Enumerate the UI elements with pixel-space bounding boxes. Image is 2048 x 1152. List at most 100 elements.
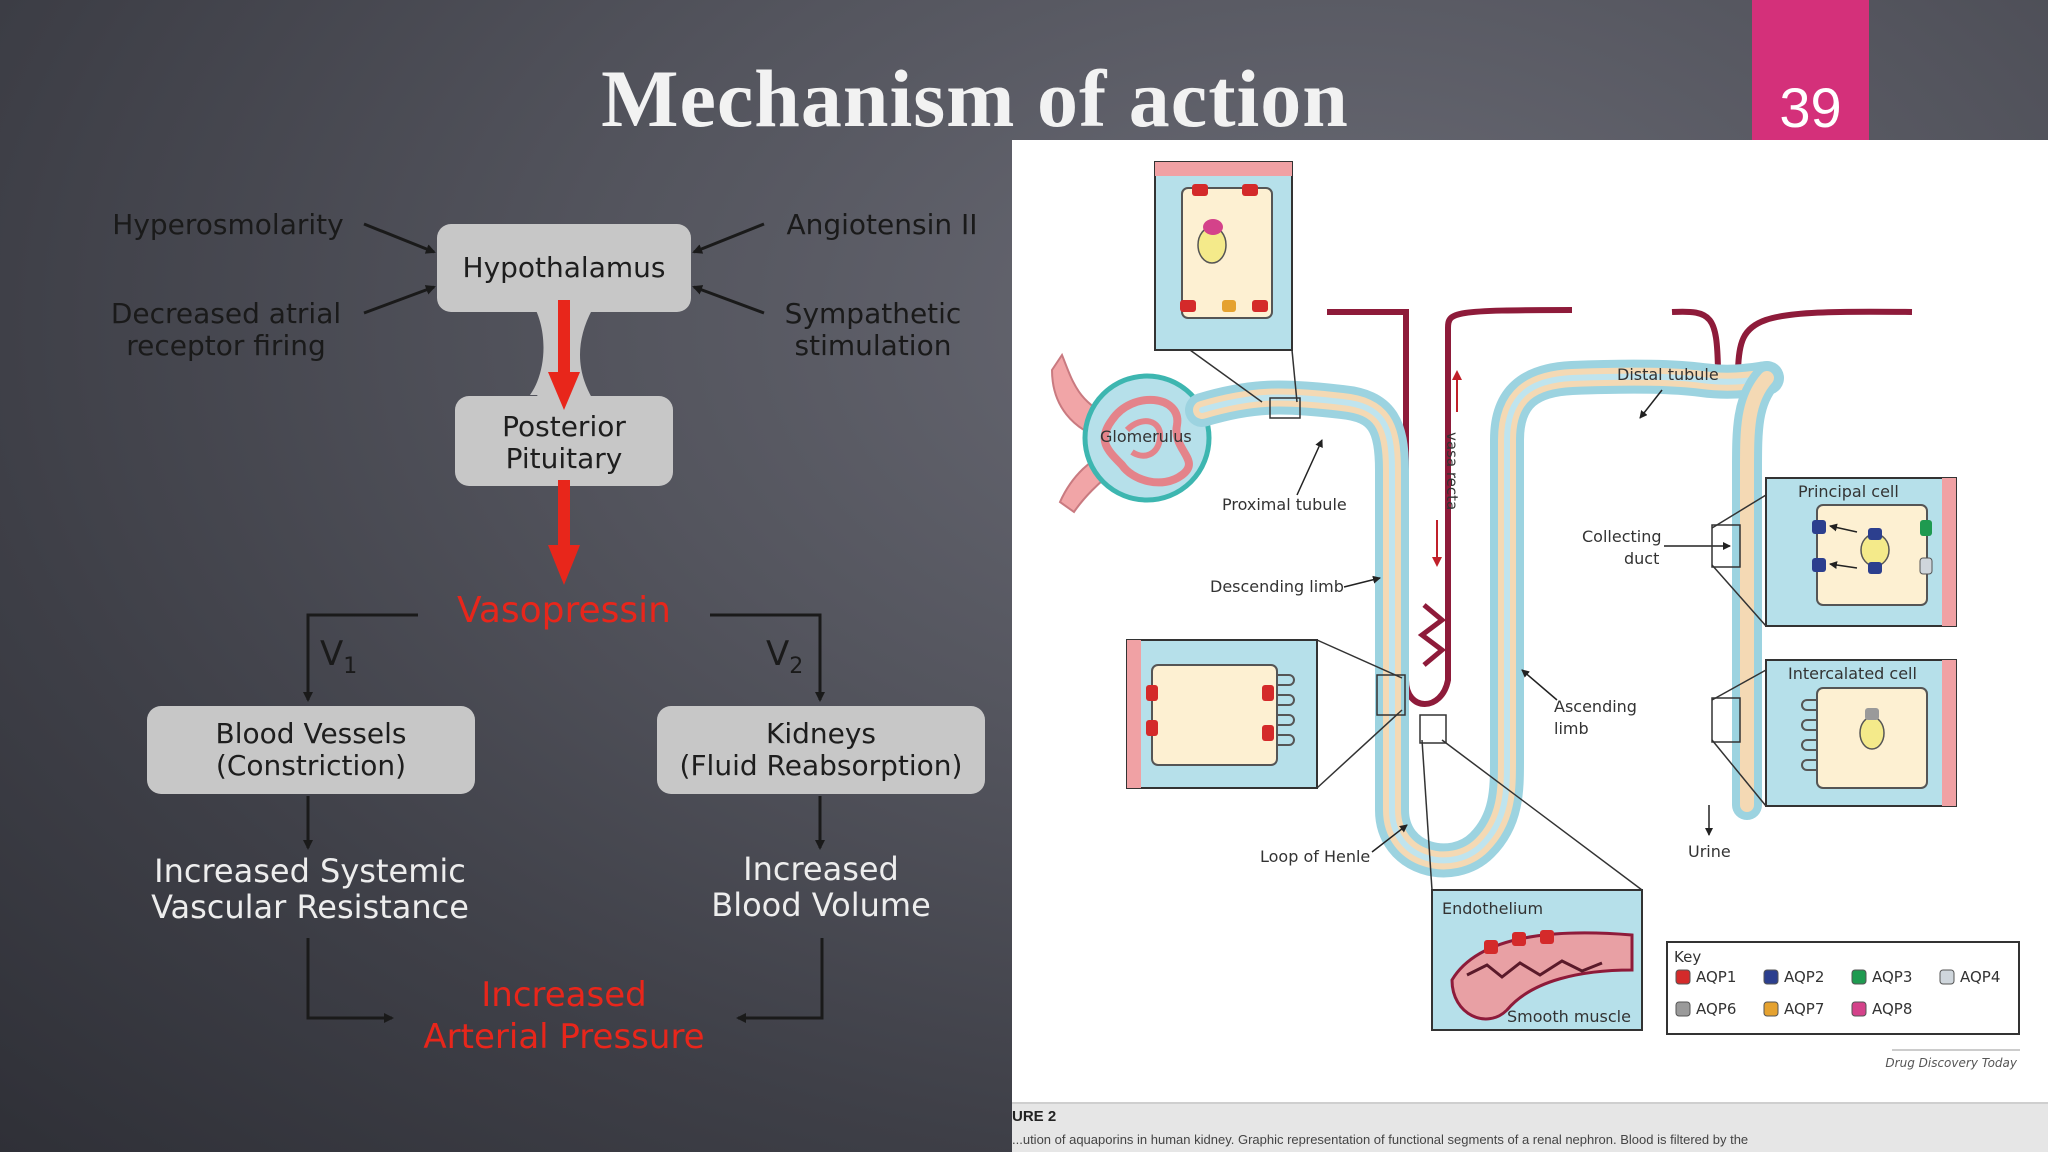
red-arrow-head-2 xyxy=(548,545,580,585)
key-label-aqp3: AQP3 xyxy=(1872,968,1912,986)
intercalated-nucleus xyxy=(1859,716,1885,750)
aqp1-channel xyxy=(1484,940,1498,954)
red-arrow-head-1 xyxy=(548,372,580,410)
outcome-line1: Increased xyxy=(481,975,646,1015)
label-ascending-line1: Ascending xyxy=(1554,697,1637,716)
arrow-volume-to-pressure xyxy=(736,938,824,1023)
arrow-hyperosmolarity xyxy=(363,222,436,254)
aqp3-channel xyxy=(1920,520,1932,536)
inset-endothelium-leader-2 xyxy=(1441,739,1643,891)
aqp1-channel xyxy=(1262,725,1274,741)
inset-principal-leader-2 xyxy=(1711,564,1767,627)
v2-branch-line xyxy=(710,613,825,702)
label-loop-of-henle: Loop of Henle xyxy=(1260,847,1370,866)
label-collecting-line1: Collecting xyxy=(1582,527,1662,546)
collecting-duct-wall xyxy=(1740,371,1774,812)
aqp2-channel xyxy=(1812,558,1826,572)
aqp1-channel xyxy=(1540,930,1554,944)
leader-distal xyxy=(1639,389,1663,419)
kidneys-box xyxy=(657,706,985,794)
vessel-texture xyxy=(1466,959,1603,979)
arrow-sympathetic xyxy=(692,285,765,315)
posterior-label-line1: Posterior xyxy=(502,410,626,443)
label-distal-tubule: Distal tubule xyxy=(1617,365,1719,384)
key-label-aqp6: AQP6 xyxy=(1696,1000,1736,1018)
label-glomerulus: Glomerulus xyxy=(1100,427,1192,446)
v1-branch-line xyxy=(303,613,418,702)
key-label-aqp1: AQP1 xyxy=(1696,968,1736,986)
vessel-right-2 xyxy=(1735,308,1913,371)
inset-intercalated-leader-2 xyxy=(1711,739,1767,807)
vasopressin-label: Vasopressin xyxy=(457,590,671,631)
kidney-aquaporin-figure: Glomerulus vasa recta Proximal tubule De… xyxy=(1012,140,2048,1152)
label-collecting-line2: duct xyxy=(1624,549,1659,568)
red-arrow-shaft-1 xyxy=(558,300,570,375)
inset-top-pointer xyxy=(1269,397,1301,419)
label-descending-limb: Descending limb xyxy=(1210,577,1344,596)
label-proximal-tubule: Proximal tubule xyxy=(1222,495,1347,514)
nephron-tubule-lumen xyxy=(1199,373,1770,864)
posterior-pituitary-box xyxy=(455,396,673,486)
key-label-aqp4: AQP4 xyxy=(1960,968,2000,986)
figure-caption: URE 2 ...ution of aquaporins in human ki… xyxy=(1012,1102,2048,1152)
inset-top-leader-2 xyxy=(1291,349,1298,403)
key-label-aqp2: AQP2 xyxy=(1784,968,1824,986)
slide-title: Mechanism of action xyxy=(601,53,1349,144)
svr-line2: Vascular Resistance xyxy=(151,888,469,926)
inset-intercalated-band xyxy=(1942,660,1956,806)
leader-descending xyxy=(1343,575,1381,588)
inset-descending-band xyxy=(1127,640,1141,788)
aqp1-channel xyxy=(1252,300,1268,312)
aqp1-channel xyxy=(1180,300,1196,312)
inset-descending-leader-2 xyxy=(1316,709,1403,789)
input-sympathetic-line2: stimulation xyxy=(795,329,952,362)
label-urine: Urine xyxy=(1688,842,1731,861)
vasa-recta-vessel-1 xyxy=(1327,307,1573,707)
intercalated-microvilli xyxy=(1801,699,1817,771)
red-arrow-shaft-2 xyxy=(558,480,570,545)
nephron-diagram: Glomerulus vasa recta Proximal tubule De… xyxy=(1050,161,2020,1070)
inset-descending-leader-1 xyxy=(1316,639,1403,679)
leader-loop xyxy=(1371,824,1408,853)
aqp2-channel xyxy=(1868,562,1882,574)
blood-vessels-label-line2: (Constriction) xyxy=(216,749,406,782)
figure-number: URE 2 xyxy=(1012,1108,1057,1125)
glomerulus-tuft-inner xyxy=(1124,418,1164,459)
key-swatch-aqp7 xyxy=(1763,1001,1779,1017)
aqp1-channel xyxy=(1146,720,1158,736)
aqp1-channel xyxy=(1146,685,1158,701)
inset-top-leader-1 xyxy=(1189,349,1263,403)
aqp1-channel xyxy=(1192,184,1208,196)
trafficking-arrow xyxy=(1829,523,1858,533)
svr-line1: Increased Systemic xyxy=(154,852,466,890)
vessel-right xyxy=(1671,308,1721,371)
aqp1-channel xyxy=(1242,184,1258,196)
inset-descending-pointer xyxy=(1376,674,1406,716)
key-swatch-aqp3 xyxy=(1851,969,1867,985)
key-label-aqp8: AQP8 xyxy=(1872,1000,1912,1018)
v1-label: V1 xyxy=(320,634,357,679)
inset-endothelium-pointer xyxy=(1419,714,1447,744)
volume-line1: Increased xyxy=(743,850,899,888)
kidneys-label-line1: Kidneys xyxy=(766,717,876,750)
vasopressin-flowchart: Hypothalamus Posterior Pituitary Blood V… xyxy=(111,208,985,1057)
input-hyperosmolarity: Hyperosmolarity xyxy=(112,208,343,241)
key-title: Key xyxy=(1674,948,1701,966)
inset-top-cell xyxy=(1181,187,1273,319)
kidneys-label-line2: (Fluid Reabsorption) xyxy=(680,749,963,782)
key-swatch-aqp6 xyxy=(1675,1001,1691,1017)
key-swatch-aqp8 xyxy=(1851,1001,1867,1017)
aqp1-channel xyxy=(1512,932,1526,946)
key-label-aqp7: AQP7 xyxy=(1784,1000,1824,1018)
hypothalamus-label: Hypothalamus xyxy=(463,251,666,284)
inset-top-band xyxy=(1155,162,1292,176)
glomerulus-tuft xyxy=(1100,395,1193,487)
figure-caption-text: ...ution of aquaporins in human kidney. … xyxy=(1012,1132,1749,1147)
inset-principal-pointer xyxy=(1711,524,1741,568)
arrow-atrial xyxy=(363,285,436,315)
input-atrial-line2: receptor firing xyxy=(126,329,326,362)
glomerulus-capsule xyxy=(1082,373,1212,503)
trafficking-arrow xyxy=(1829,561,1858,569)
